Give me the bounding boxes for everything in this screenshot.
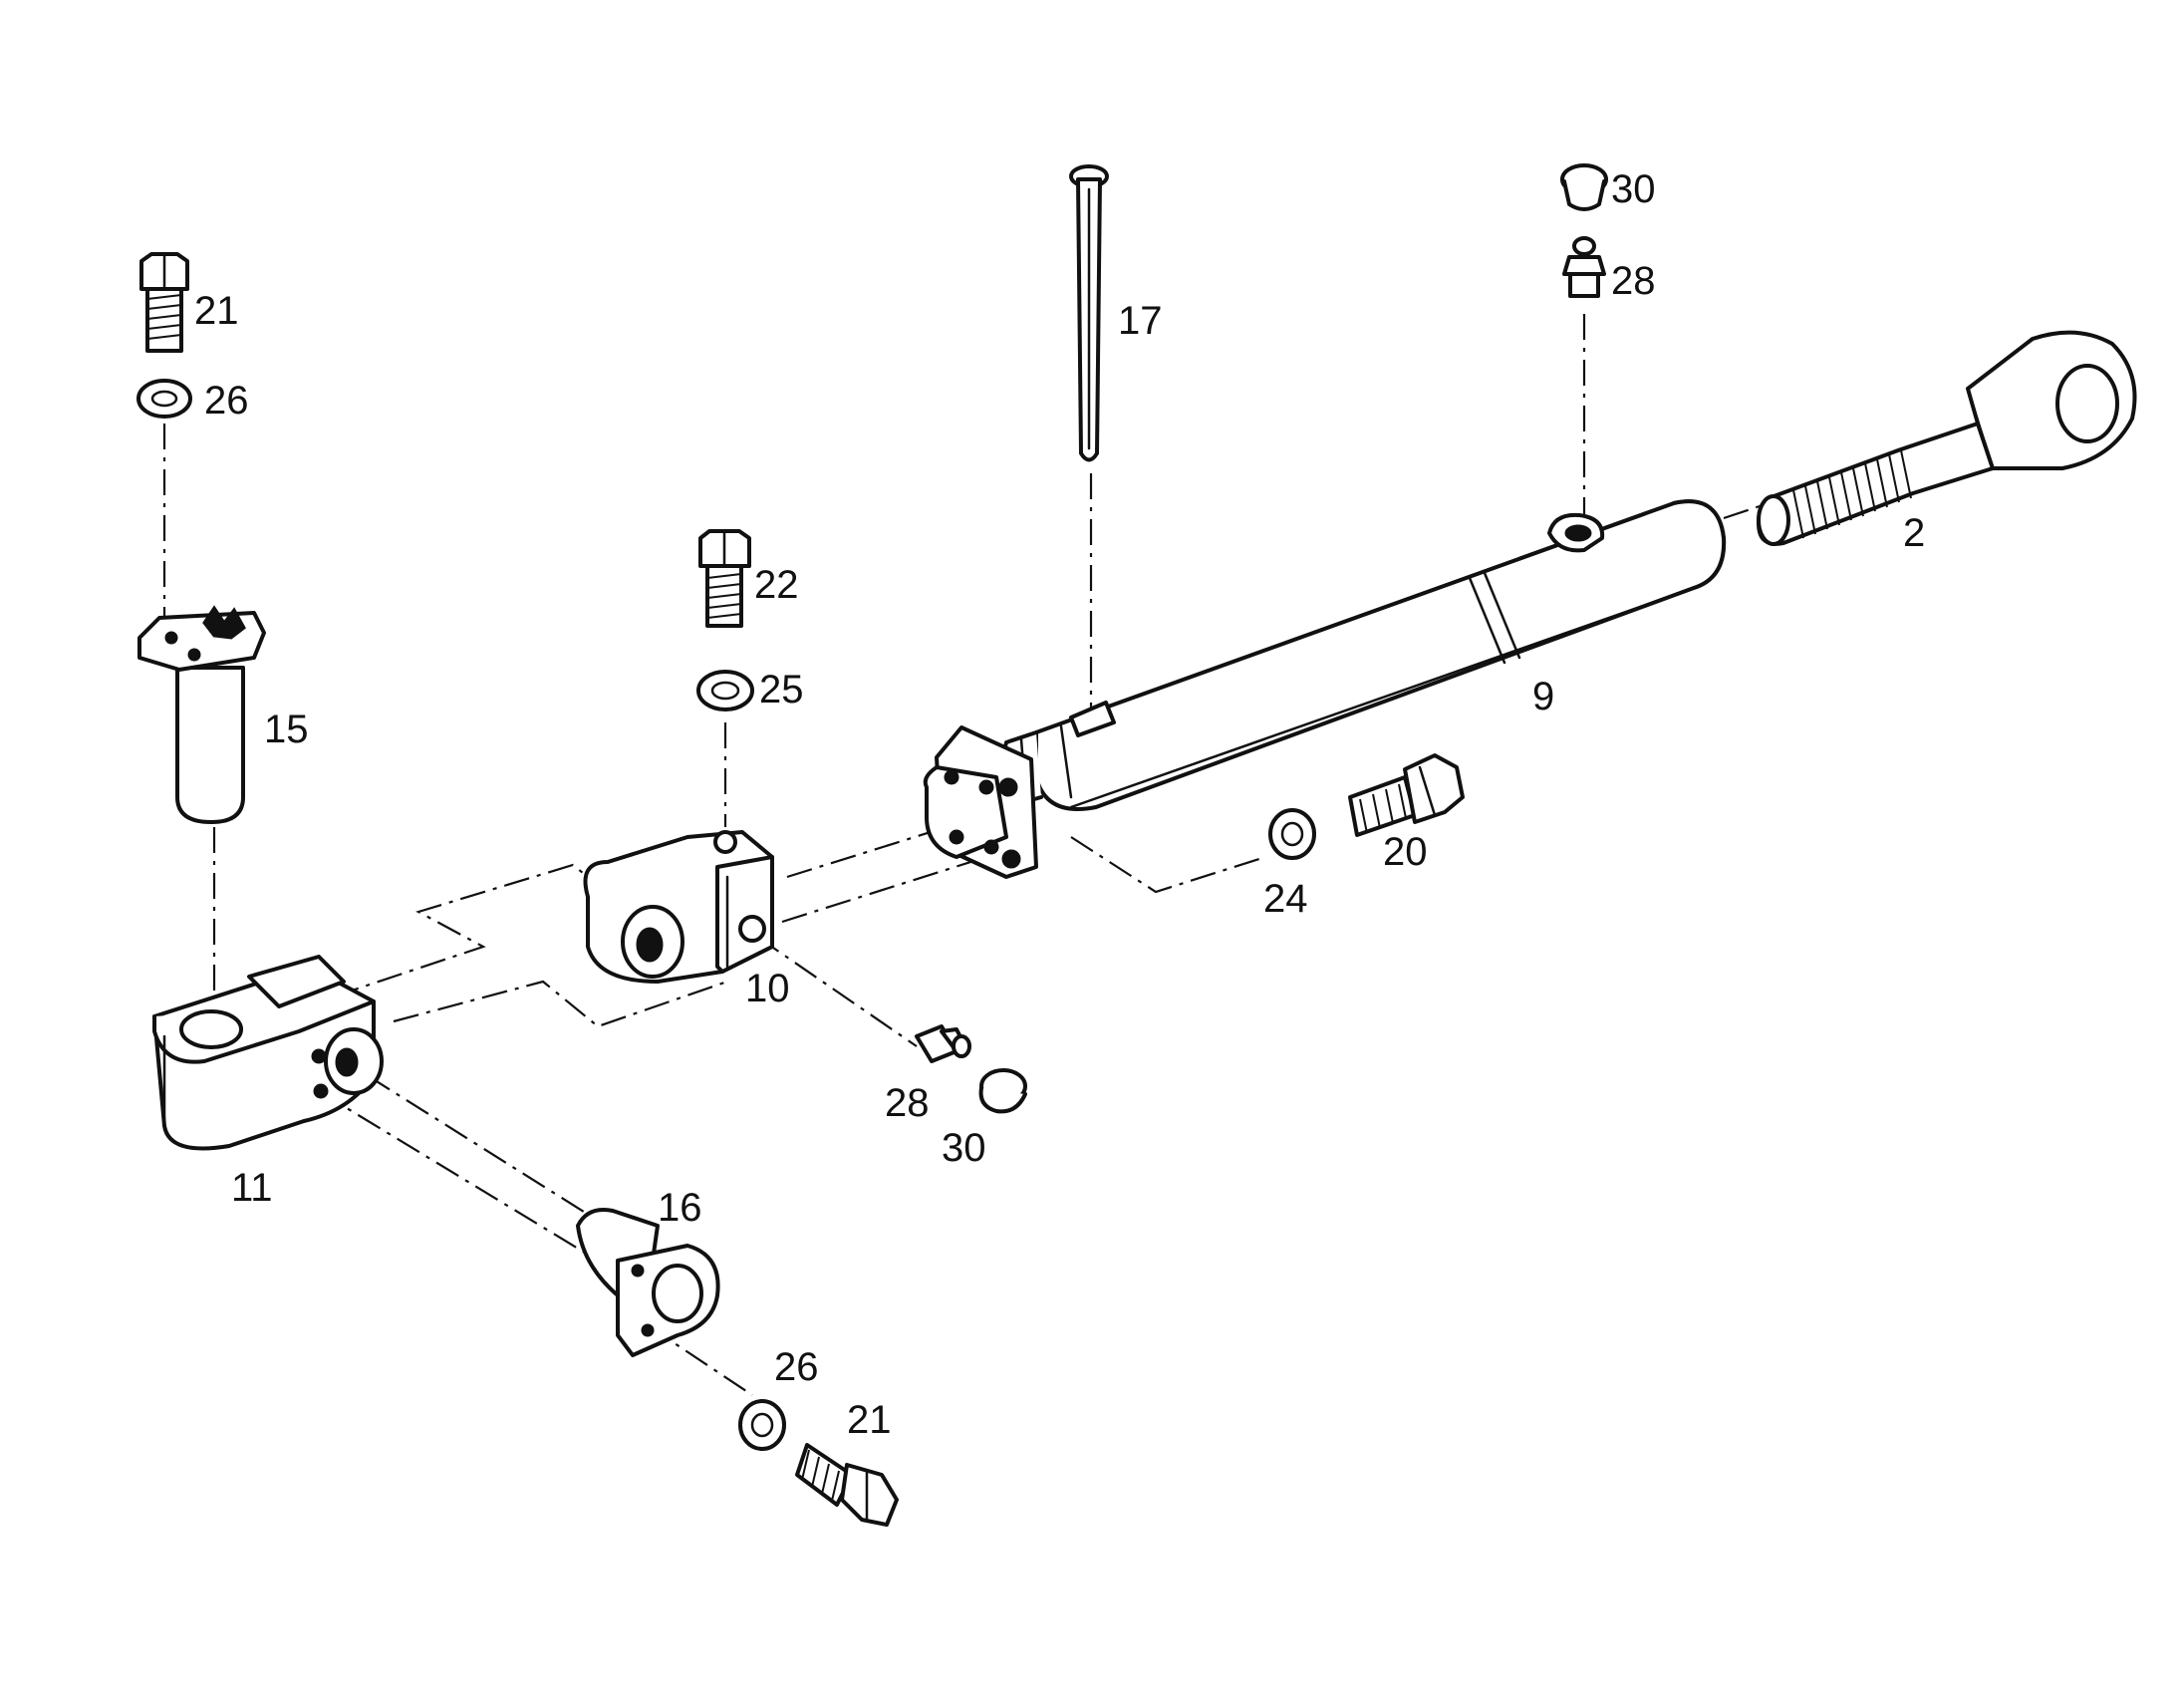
callout-30-top: 30 [1611,167,1656,211]
cylinder-flange [923,725,1038,879]
callout-21-top: 21 [194,289,239,333]
pin-16 [576,1208,720,1357]
callout-16: 16 [658,1186,702,1230]
callout-17: 17 [1118,299,1163,343]
bolt-21-top [139,252,189,353]
leader-11-to-10-lower [393,980,728,1028]
callout-28-top: 28 [1611,259,1656,303]
washer-25 [696,670,754,711]
callout-20: 20 [1383,830,1428,874]
leader-cylinder-to-24 [1070,836,1266,894]
callout-28-lower: 28 [885,1081,930,1125]
bolt-20 [1348,753,1465,837]
callout-22: 22 [754,563,799,607]
leader-cylinder-to-2 [1723,501,1770,520]
grease-fitting-28-top [1562,236,1606,298]
callout-24: 24 [1263,877,1308,921]
callout-labels: 2 9 10 11 15 16 17 20 21 21 22 24 25 26 … [194,167,1925,1442]
callout-10: 10 [745,967,790,1010]
clamp-block-10 [583,830,774,984]
callout-11: 11 [231,1166,273,1210]
callout-21-lower: 21 [847,1398,892,1442]
leader-10-to-flange-upper [786,825,948,879]
washer-24 [1268,808,1316,860]
callout-9: 9 [1532,675,1554,718]
bolt-22 [698,529,751,628]
pin-17 [1069,164,1109,462]
leader-10-to-flange-lower [781,855,987,924]
washer-26-top [136,379,192,419]
callout-2: 2 [1903,511,1925,555]
leader-10-to-28 [756,936,918,1047]
washer-26-lower [738,1399,786,1451]
leader-11-to-16-upper [328,1050,639,1247]
cylinder-9 [999,499,1727,811]
callout-26-top: 26 [204,379,249,423]
pin-15 [137,605,266,824]
callout-25: 25 [759,668,804,711]
callout-15: 15 [264,708,309,751]
callout-30-lower: 30 [942,1126,986,1170]
cap-30-top [1560,163,1608,211]
callout-26-lower: 26 [774,1345,819,1389]
bolt-21-lower [795,1443,899,1527]
cap-30-lower [978,1068,1027,1114]
leader-11-to-16-lower [318,1090,599,1262]
clevis-block-11 [152,955,384,1151]
leader-lines [162,314,1770,1396]
eye-rod-2 [1757,330,2137,546]
grease-fitting-28-lower [915,1024,971,1063]
